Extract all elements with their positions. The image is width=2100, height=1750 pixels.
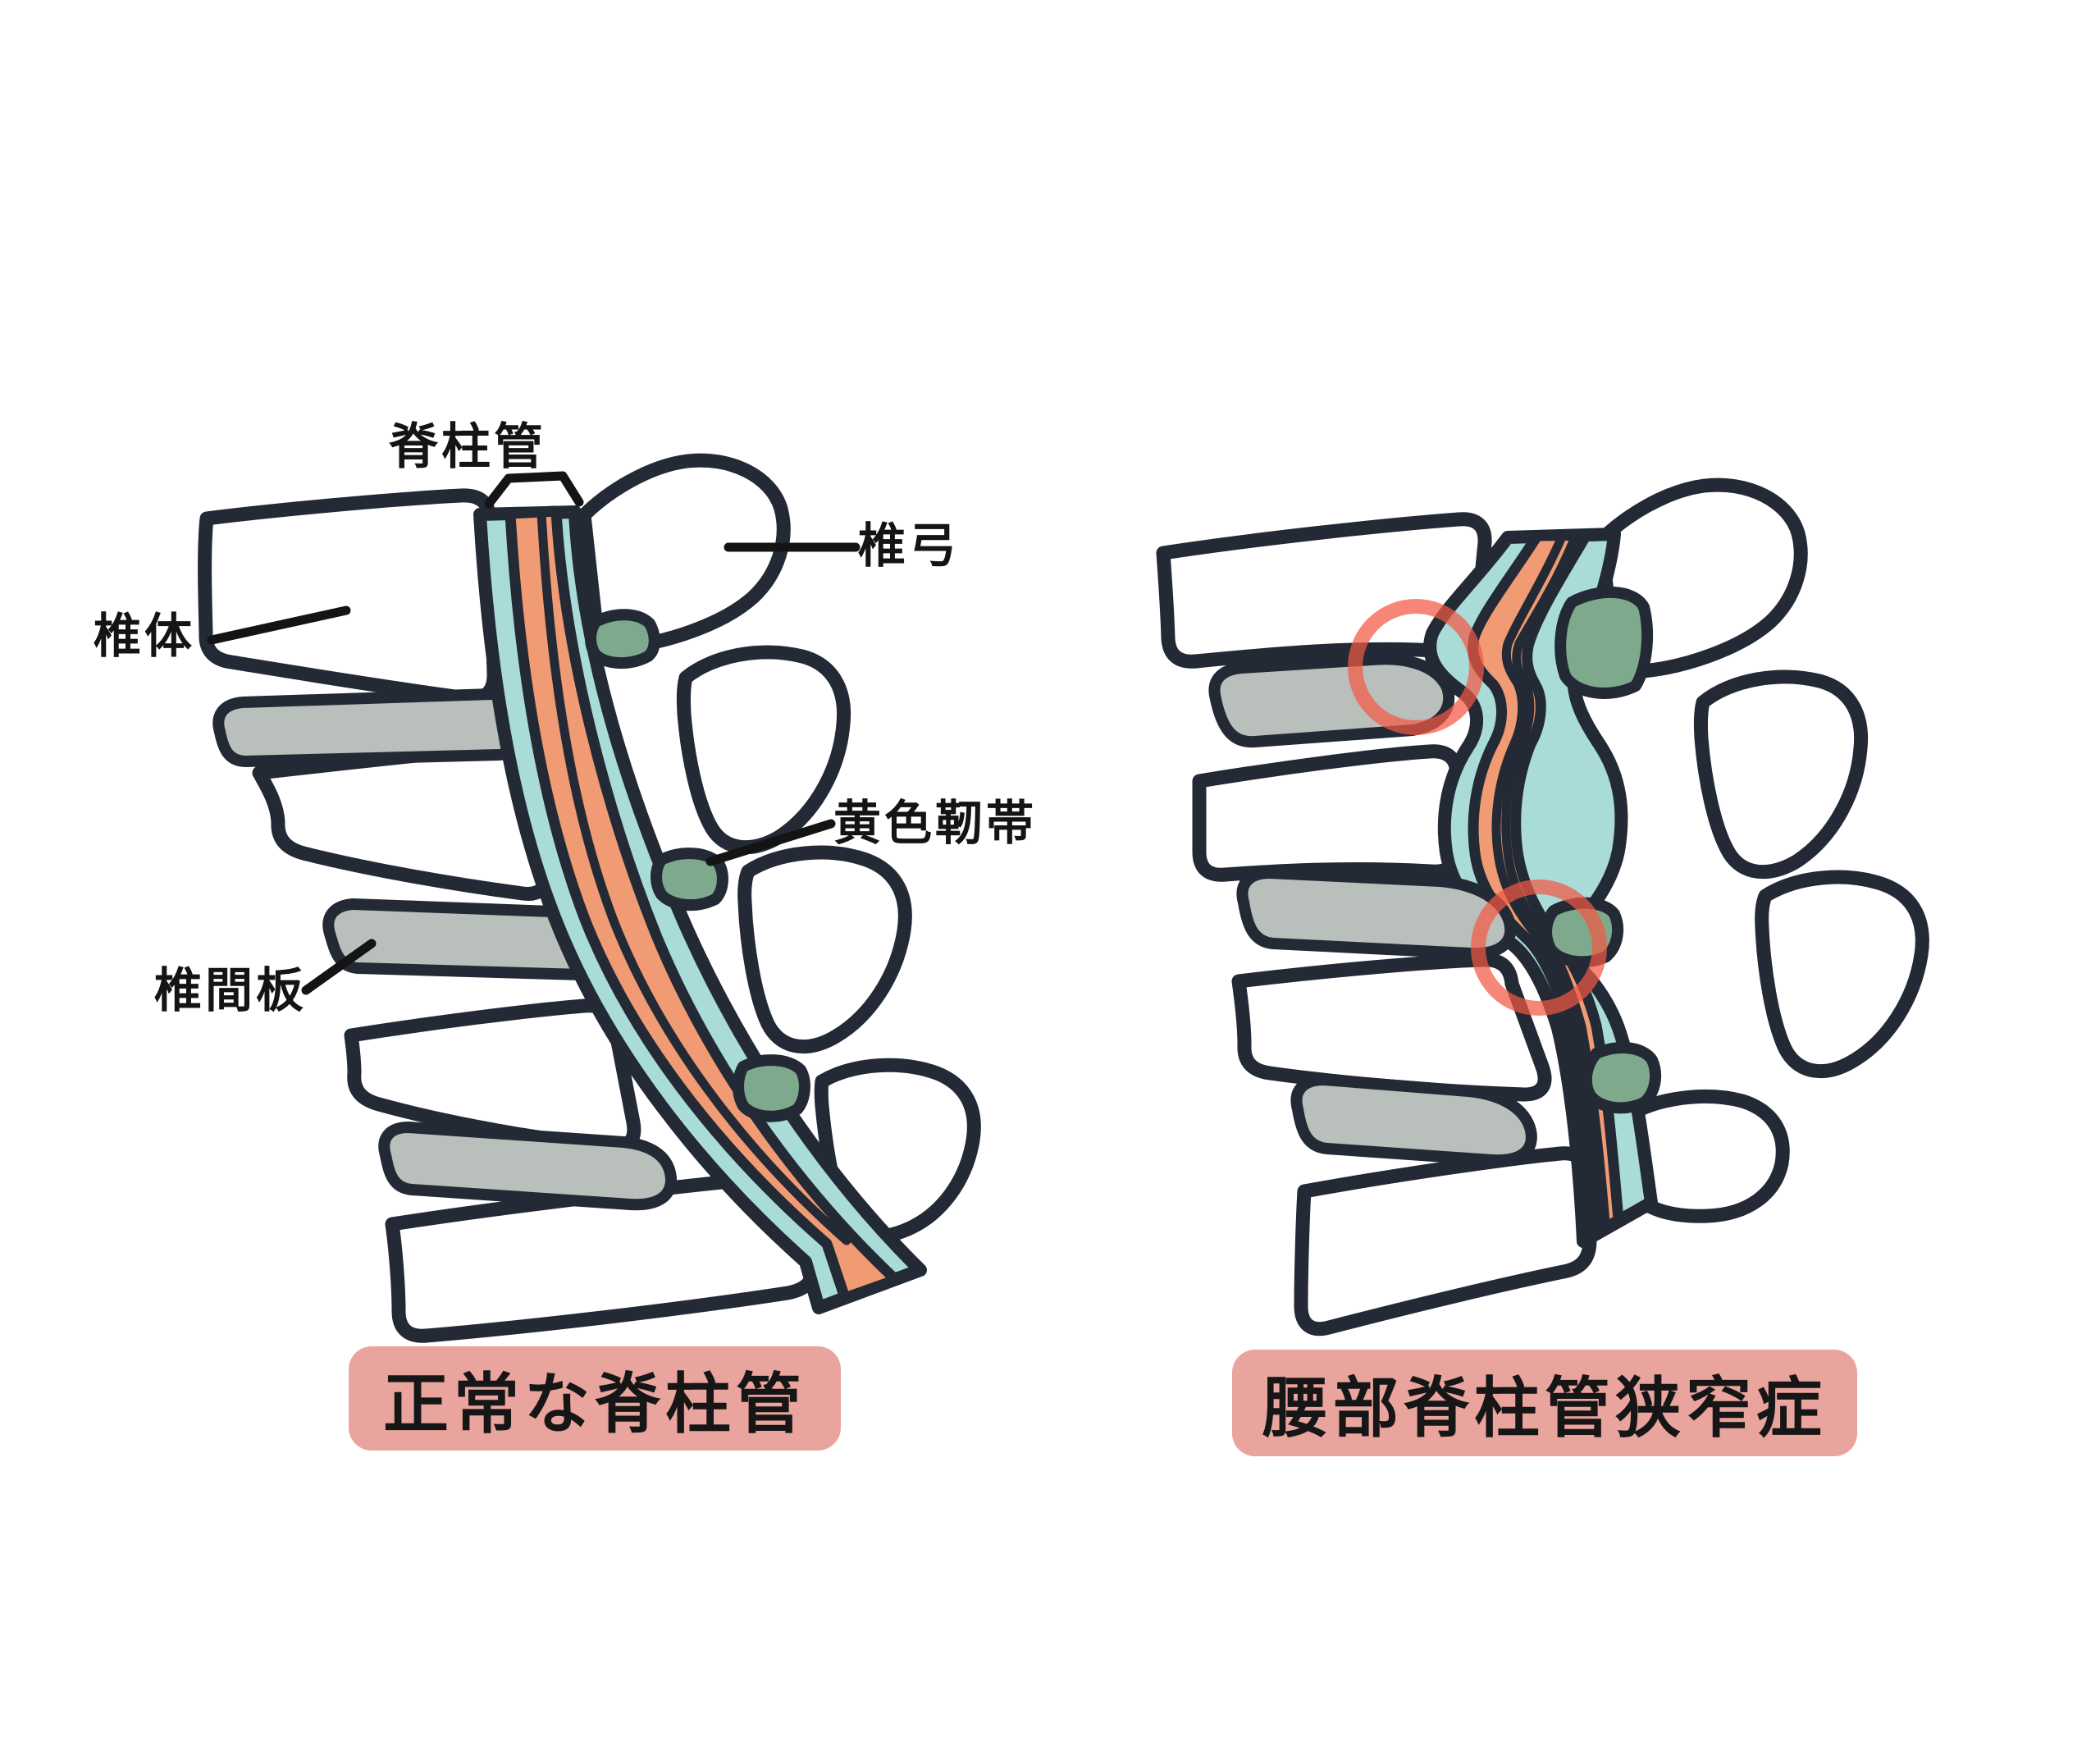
caption-normal-spinal-canal: 正常な脊柱管 [349,1346,841,1451]
nerve-line [536,508,851,1245]
yellow-ligament-1 [585,609,660,669]
vertebral-body-3-right [1231,953,1552,1102]
yellow-ligament-3-right [1580,1042,1662,1114]
stenosis-spine-figure [1156,477,1929,1336]
normal-spine-figure [198,453,981,1343]
label-yellow-ligament: 黄色靭帯 [833,795,1038,851]
vertebral-body-1 [198,488,501,706]
spinal-canal-bracket [484,471,584,509]
yellow-ligament-3 [733,1054,810,1122]
vertebral-arch-3 [737,845,912,1054]
disc-3 [378,1122,677,1211]
vertebral-body-2-right [1192,744,1464,882]
vertebral-body-4-right [1294,1146,1597,1336]
vertebral-arch-4 [814,1058,981,1243]
label-vertebral-body: 椎体 [94,608,196,664]
intervertebral-disc-leader-line [301,939,377,995]
label-vertebral-arch: 椎弓 [858,518,961,573]
nerve-line-right-2 [1501,530,1610,1227]
vertebral-arch-2-right [1693,669,1869,880]
nerve-line-right-1 [1491,530,1605,1232]
annotation-lines [207,471,861,995]
vertebral-body-leader-line [207,605,351,645]
vertebral-arch-3-right [1755,870,1929,1079]
disc-1 [212,688,546,767]
vertebral-arch-2 [676,645,851,855]
label-intervertebral-disc: 椎間板 [154,962,308,1018]
bulging-disc-3 [1290,1074,1537,1167]
stenosis-ring-2 [1471,880,1607,1016]
bulging-disc-2 [1236,867,1517,960]
label-spinal-canal: 脊柱管 [389,418,546,476]
yellow-ligament-leader-line [705,819,836,866]
yellow-ligament-1-right [1554,586,1654,700]
caption-lumbar-spinal-stenosis: 腰部脊柱管狭窄症 [1232,1350,1857,1456]
stenosis-ring-1 [1348,599,1484,735]
yellow-ligament-2 [651,848,728,912]
